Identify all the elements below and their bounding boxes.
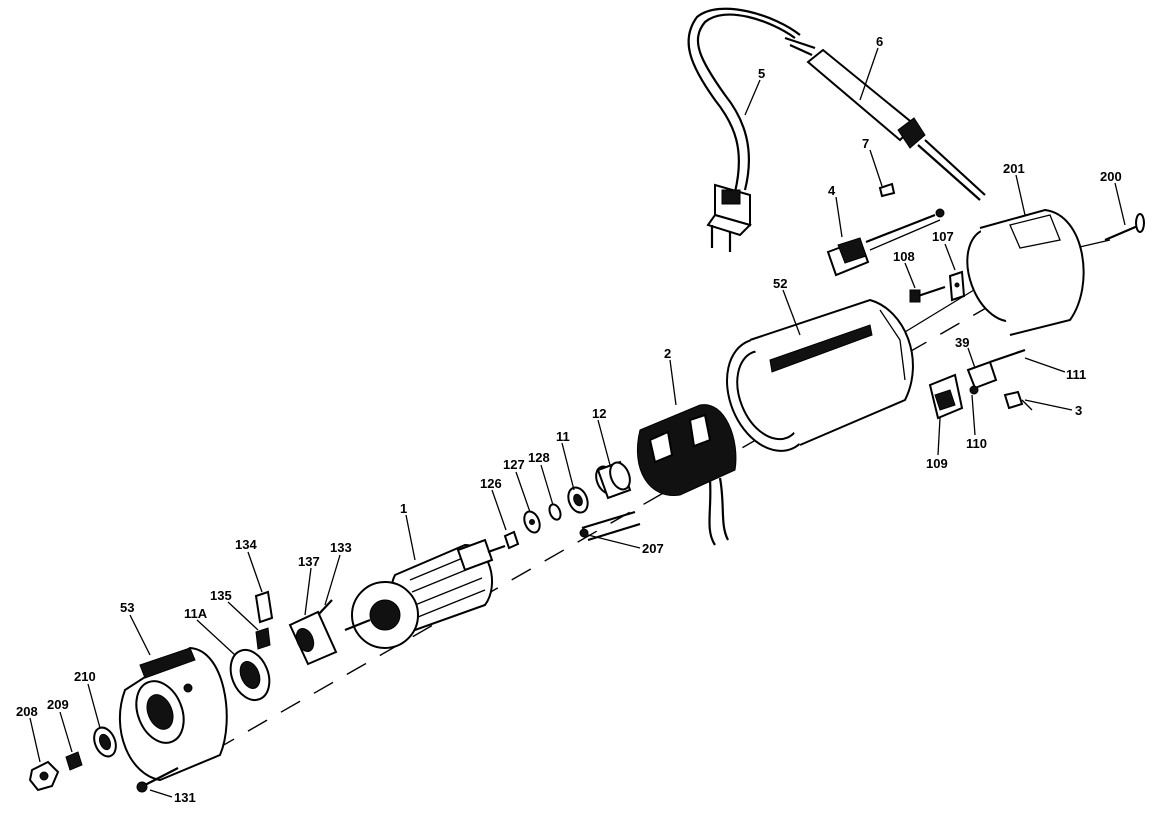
label-part-109: 109 <box>926 456 948 471</box>
label-part-53: 53 <box>120 600 134 615</box>
armature <box>344 538 506 649</box>
spacer-126 <box>503 530 520 550</box>
spring-135 <box>255 627 271 650</box>
label-part-135: 135 <box>210 588 232 603</box>
bearing-11 <box>567 486 589 514</box>
end-cap <box>966 208 1085 336</box>
label-part-39: 39 <box>955 335 969 350</box>
screw-131 <box>136 767 179 793</box>
label-part-208: 208 <box>16 704 38 719</box>
label-part-2: 2 <box>664 346 671 361</box>
label-part-4: 4 <box>828 183 836 198</box>
motor-housing <box>726 298 914 452</box>
label-part-1: 1 <box>400 501 407 516</box>
label-part-111: 111 <box>1066 367 1086 382</box>
label-part-126: 126 <box>480 476 502 491</box>
bearing-sleeve-12 <box>595 460 632 500</box>
clip-107 <box>948 270 966 302</box>
label-part-128: 128 <box>528 450 550 465</box>
label-part-200: 200 <box>1100 169 1122 184</box>
label-part-11a: 11A <box>184 606 208 621</box>
label-part-133: 133 <box>330 540 352 555</box>
label-part-108: 108 <box>893 249 915 264</box>
bearing-retainer-137 <box>288 610 338 666</box>
brush-holder <box>928 373 964 420</box>
power-cord <box>687 7 816 252</box>
leader-lines <box>29 47 1126 798</box>
label-part-110: 110 <box>966 436 987 451</box>
terminal-3 <box>1003 390 1033 411</box>
label-part-131: 131 <box>174 790 196 805</box>
spindle-lock-134 <box>254 590 274 624</box>
screw-133 <box>317 599 333 616</box>
nut-208 <box>28 760 60 792</box>
washer-128 <box>548 503 562 521</box>
label-part-134: 134 <box>235 537 257 552</box>
label-part-52: 52 <box>773 276 787 291</box>
washer-127 <box>523 510 541 534</box>
label-part-12: 12 <box>592 406 606 421</box>
wire-connector <box>878 182 896 198</box>
nut-110 <box>969 385 979 395</box>
brush-assembly <box>826 208 945 277</box>
label-part-137: 137 <box>298 554 320 569</box>
gear-case <box>118 646 228 782</box>
strain-relief <box>806 48 986 201</box>
nut-209 <box>65 751 83 771</box>
long-screw <box>1104 213 1145 242</box>
label-part-6: 6 <box>876 34 883 49</box>
center-axis <box>214 239 1111 751</box>
brush-cap-39 <box>966 348 1026 390</box>
bearing-11a <box>229 648 271 702</box>
label-part-5: 5 <box>758 66 765 81</box>
label-part-201: 201 <box>1003 161 1025 176</box>
screw-108 <box>909 285 946 303</box>
label-part-207: 207 <box>642 541 664 556</box>
label-part-209: 209 <box>47 697 69 712</box>
label-part-127: 127 <box>503 457 525 472</box>
flange-210 <box>93 726 117 758</box>
label-part-210: 210 <box>74 669 96 684</box>
part-labels: 6 5 7 4 201 200 107 108 52 39 111 3 110 … <box>16 34 1122 805</box>
label-part-11: 11 <box>556 429 570 444</box>
label-part-3: 3 <box>1075 403 1082 418</box>
field-stator <box>636 404 737 546</box>
label-part-7: 7 <box>862 136 869 151</box>
label-part-107: 107 <box>932 229 954 244</box>
